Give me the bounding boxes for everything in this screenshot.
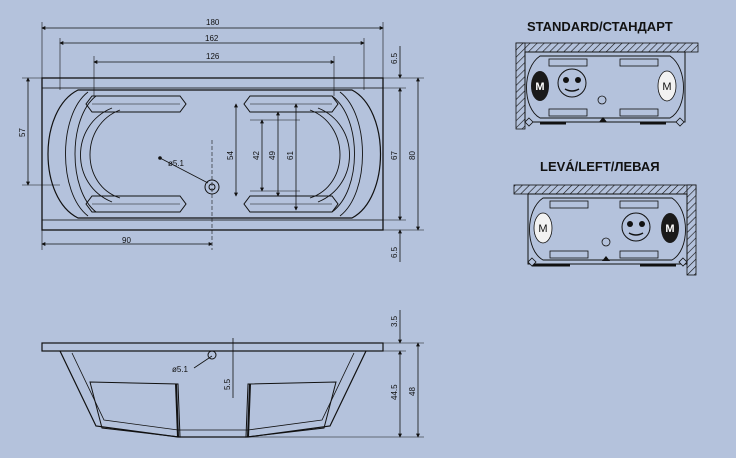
seat-arc-left: [80, 107, 121, 203]
armrest-bottom-right: [243, 195, 339, 213]
side-shell-inner: [71, 352, 355, 431]
dim-drain-side: ø5.1: [172, 365, 189, 374]
variant-standard: STANDARD/СТАНДАРТ M M: [515, 19, 699, 130]
corner-marker: [524, 117, 534, 127]
tub-plan-std-basin: [526, 55, 684, 119]
dim-67: 67: [390, 151, 399, 160]
dim-90: 90: [122, 236, 131, 245]
control-smile-icon: [564, 88, 580, 92]
dim-5-5: 5.5: [223, 378, 232, 390]
variant-standard-title: STANDARD/СТАНДАРТ: [527, 19, 673, 34]
drain-triangle-icon: [602, 256, 610, 261]
dim-6-5-top: 6.5: [390, 52, 399, 64]
top-view: ø5.1 180 162 126 90 57 54 42 49 61: [18, 18, 424, 262]
motor-label: M: [535, 81, 544, 93]
tub-inner-rim: [41, 87, 384, 221]
dim-126: 126: [206, 52, 220, 61]
armrest: [619, 108, 659, 117]
overflow: [207, 350, 217, 360]
dim-162: 162: [205, 34, 219, 43]
dim-drain-top: ø5.1: [168, 159, 185, 168]
drain-triangle-icon: [599, 117, 607, 122]
seat-arc-right: [309, 107, 350, 203]
drain-leader: [159, 157, 209, 184]
tub-plan-left-basin: [529, 197, 686, 261]
armrest: [549, 200, 589, 209]
wall-hatch-left: [515, 42, 526, 130]
side-rim: [41, 342, 384, 352]
control-knob-icon: [563, 77, 569, 83]
motor-left-left: M: [533, 212, 553, 244]
control-smile-icon: [628, 232, 644, 236]
control-panel: [621, 212, 651, 242]
dim-57: 57: [18, 128, 27, 137]
side-seat-edge: [247, 383, 251, 438]
drain-icon: [601, 237, 611, 247]
tub-outer-rim: [41, 77, 384, 231]
basin-contour: [65, 91, 363, 217]
armrest-bottom-left: [85, 195, 187, 213]
tub-plan-left: [527, 193, 688, 265]
motor-left-std: M: [531, 71, 549, 101]
wall-hatch-top: [515, 42, 699, 53]
wall-hatch-top: [513, 184, 697, 195]
motor-right-std: M: [657, 70, 677, 102]
corner-marker: [527, 257, 537, 267]
armrest: [619, 250, 659, 259]
dim-180: 180: [206, 18, 220, 27]
side-shell: [59, 350, 367, 438]
wall-hatch-right: [686, 184, 697, 276]
control-knob-icon: [639, 221, 645, 227]
dim-61: 61: [286, 151, 295, 160]
armrest: [548, 58, 588, 67]
control-knob-icon: [627, 221, 633, 227]
side-seat-left: [89, 381, 181, 438]
armrest: [619, 58, 659, 67]
motor-right-left: M: [661, 213, 679, 243]
corner-marker: [675, 117, 685, 127]
drain-leader-side: [193, 355, 213, 369]
motor-label: M: [665, 223, 674, 235]
basin-outline: [47, 89, 382, 219]
dim-54: 54: [226, 151, 235, 160]
armrest-top-right: [243, 95, 339, 113]
armrest: [619, 200, 659, 209]
motor-label: M: [538, 223, 547, 235]
dim-3-5: 3.5: [390, 315, 399, 327]
dim-80: 80: [408, 151, 417, 160]
dim-44-5: 44.5: [390, 384, 399, 400]
dim-6-5-bottom: 6.5: [390, 246, 399, 258]
control-knob-icon: [575, 77, 581, 83]
basin-contour-inner: [74, 95, 355, 213]
drain-leader-dot: [158, 156, 162, 160]
side-seat-right: [245, 381, 337, 438]
corner-marker: [678, 257, 688, 267]
variant-left: LEVÁ/LEFT/ЛЕВАЯ M M: [513, 159, 697, 276]
side-view: ø5.1 5.5 3.5 44.5 48: [41, 310, 424, 438]
dim-49: 49: [268, 151, 277, 160]
dim-48: 48: [408, 387, 417, 396]
drain-icon: [597, 95, 607, 105]
control-panel: [557, 68, 587, 98]
dim-42: 42: [252, 151, 261, 160]
armrest: [549, 250, 589, 259]
motor-label: M: [662, 81, 671, 93]
side-seat-edge: [175, 383, 179, 438]
variant-left-title: LEVÁ/LEFT/ЛЕВАЯ: [540, 159, 660, 174]
armrest-top-left: [85, 95, 187, 113]
armrest: [548, 108, 588, 117]
